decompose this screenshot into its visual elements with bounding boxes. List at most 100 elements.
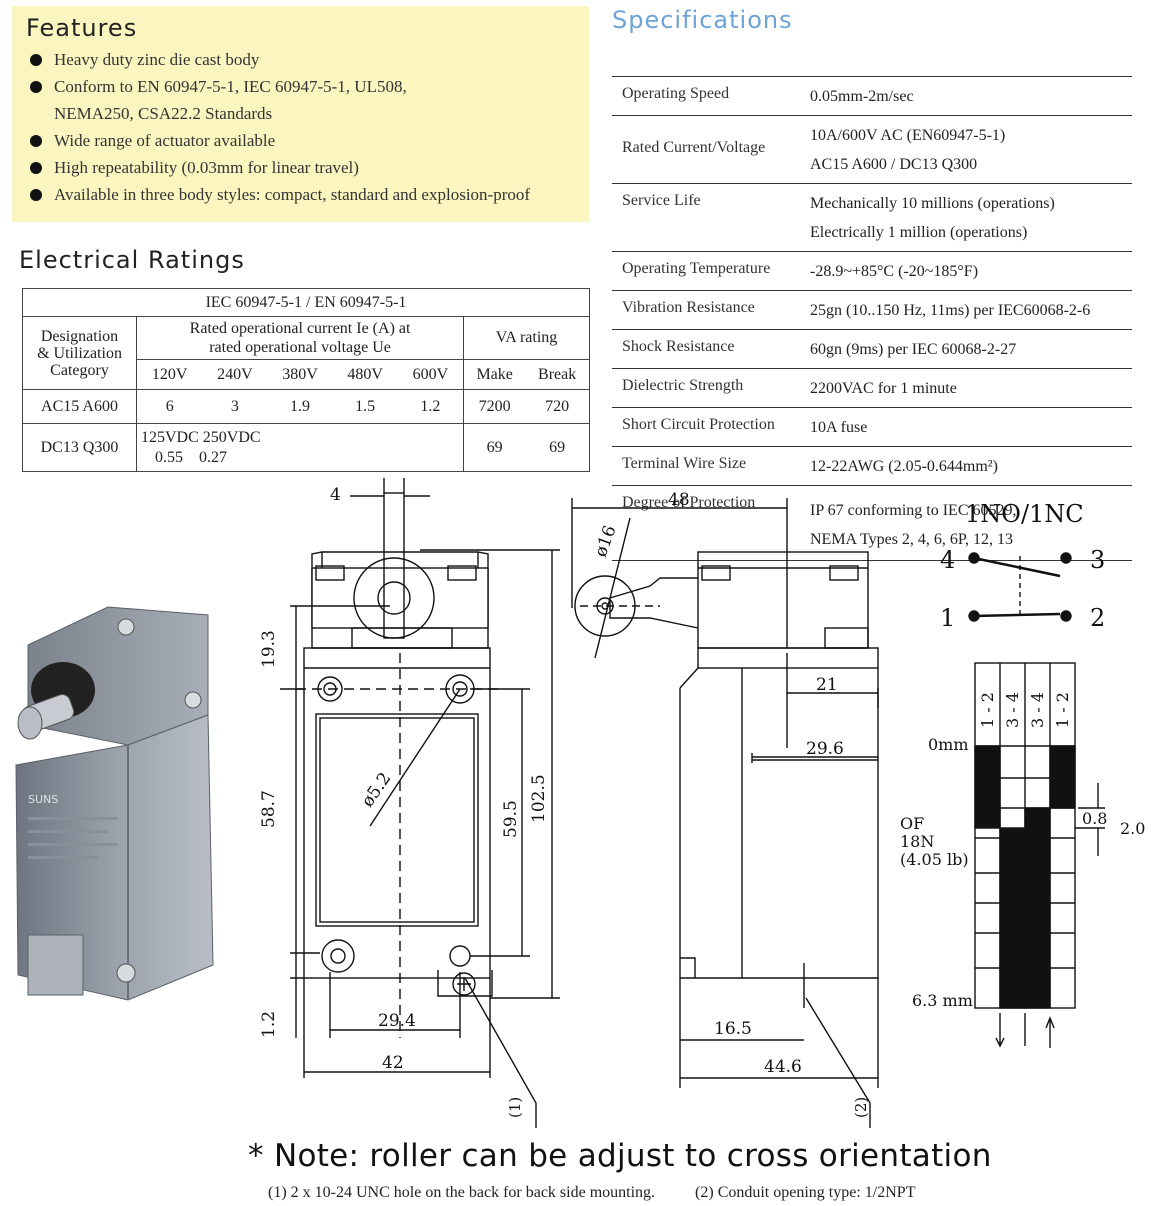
dim-phi-5-2: ø5.2 — [358, 769, 396, 811]
note-text: * Note: roller can be adjust to cross or… — [248, 1138, 992, 1174]
side-view: 48 ø16 21 29.6 16.5 44.6 (2) — [571, 490, 879, 1128]
technical-drawing: 4 19.3 58.7 1.2 29.4 42 59.5 102.5 ø5.2 … — [260, 478, 1145, 1128]
spec-value: 10A fuse — [810, 419, 868, 436]
spec-value: 10A/600V AC (EN60947-5-1)AC15 A600 / DC1… — [810, 127, 1006, 173]
contact-type-title: 1NO/1NC — [965, 500, 1084, 528]
break-header: Break — [525, 359, 591, 390]
dim-16-5: 16.5 — [714, 1019, 752, 1039]
spec-value: 2200VAC for 1 minute — [810, 380, 957, 397]
dim-58-7: 58.7 — [260, 790, 279, 828]
dc13-break: 69 — [525, 423, 591, 472]
spec-value: -28.9~+85°C (-20~185°F) — [810, 263, 979, 280]
specifications-table: Operating Speed 0.05mm-2m/sec Rated Curr… — [612, 76, 1132, 561]
spec-row: Short Circuit Protection 10A fuse — [612, 407, 1132, 447]
voltage-header: 480V — [332, 359, 398, 390]
current-header: Rated operational current Ie (A) at rate… — [135, 316, 465, 360]
travel-zero: 0mm — [928, 735, 969, 754]
column-label: 1 - 2 — [978, 692, 997, 728]
dim-1-2: 1.2 — [260, 1011, 279, 1038]
features-panel: Features Heavy duty zinc die cast body C… — [12, 6, 589, 222]
spec-row: Degree of Protection IP 67 conforming to… — [612, 485, 1132, 561]
dim-19-3: 19.3 — [260, 630, 279, 668]
electrical-ratings-title: Electrical Ratings — [19, 246, 245, 274]
spec-key: Operating Speed — [622, 85, 730, 102]
voltage-header: 120V — [136, 359, 203, 390]
standard-cell: IEC 60947-5-1 / EN 60947-5-1 — [22, 288, 590, 317]
voltage-header: 600V — [397, 359, 465, 390]
dc13-label: DC13 Q300 — [22, 423, 137, 472]
spec-row: Terminal Wire Size 12-22AWG (2.05-0.644m… — [612, 446, 1132, 486]
operating-force: 18N — [900, 832, 934, 851]
spec-key: Short Circuit Protection — [622, 416, 775, 433]
bullet-icon — [30, 54, 42, 66]
feature-item: Wide range of actuator available — [26, 127, 575, 154]
ref-1: (1) — [506, 1097, 524, 1118]
dim-44-6: 44.6 — [764, 1057, 802, 1077]
terminal-2: 2 — [1090, 604, 1105, 632]
dim-phi-16: ø16 — [591, 523, 621, 560]
column-label: 3 - 4 — [1028, 692, 1047, 728]
product-photo: SUNS — [15, 606, 214, 1001]
spec-key: Operating Temperature — [622, 260, 771, 277]
spec-row: Vibration Resistance 25gn (10..150 Hz, 1… — [612, 290, 1132, 330]
terminal-4: 4 — [940, 546, 955, 574]
feature-item: Heavy duty zinc die cast body — [26, 46, 575, 73]
column-label: 1 - 2 — [1053, 692, 1072, 728]
column-label: 3 - 4 — [1003, 692, 1022, 728]
spec-key: Rated Current/Voltage — [622, 139, 766, 156]
ac15-label: AC15 A600 — [22, 389, 137, 424]
spec-row: Rated Current/Voltage 10A/600V AC (EN609… — [612, 115, 1132, 184]
spec-row: Operating Temperature -28.9~+85°C (-20~1… — [612, 251, 1132, 291]
ac15-value: 3 — [202, 389, 268, 424]
make-header: Make — [463, 359, 526, 390]
ac15-value: 1.5 — [332, 389, 398, 424]
spec-row: Shock Resistance 60gn (9ms) per IEC 6006… — [612, 329, 1132, 369]
spec-key: Shock Resistance — [622, 338, 735, 355]
dim-59-5: 59.5 — [501, 800, 521, 838]
designation-header: Designation & Utilization Category — [22, 316, 137, 390]
dim-2-0: 2.0 — [1120, 819, 1145, 838]
bullet-icon — [30, 189, 42, 201]
footnotes: (1) 2 x 10-24 UNC hole on the back for b… — [268, 1184, 951, 1202]
ac15-value: 1.2 — [397, 389, 465, 424]
dim-29-6: 29.6 — [806, 739, 844, 759]
operating-force-label: OF — [900, 814, 924, 833]
spec-key: Service Life — [622, 192, 701, 209]
features-list: Heavy duty zinc die cast body Conform to… — [26, 46, 575, 208]
brand-label: SUNS — [28, 793, 58, 806]
ac15-make: 7200 — [463, 389, 526, 424]
spec-row: Operating Speed 0.05mm-2m/sec — [612, 76, 1132, 116]
operating-force-lb: (4.05 lb) — [900, 850, 969, 869]
dim-21: 21 — [816, 675, 838, 695]
spec-value: 0.05mm-2m/sec — [810, 88, 914, 105]
dim-29-4: 29.4 — [378, 1011, 416, 1031]
dim-102-5: 102.5 — [529, 774, 549, 823]
feature-item: Available in three body styles: compact,… — [26, 181, 575, 208]
spec-key: Terminal Wire Size — [622, 455, 747, 472]
feature-item: High repeatability (0.03mm for linear tr… — [26, 154, 575, 181]
spec-value: Mechanically 10 millions (operations)Ele… — [810, 195, 1055, 241]
dim-4: 4 — [330, 485, 341, 505]
spec-value: 25gn (10..150 Hz, 11ms) per IEC60068-2-6 — [810, 302, 1091, 319]
front-view: 4 19.3 58.7 1.2 29.4 42 59.5 102.5 ø5.2 … — [260, 478, 560, 1128]
spec-key: Dielectric Strength — [622, 377, 744, 394]
ac15-value: 6 — [136, 389, 203, 424]
spec-row: Dielectric Strength 2200VAC for 1 minute — [612, 368, 1132, 408]
voltage-header: 240V — [202, 359, 268, 390]
dc13-make: 69 — [463, 423, 526, 472]
switching-diagram: 1NO/1NC 4 3 1 2 1 - 2 3 - 4 3 - 4 1 - 2 … — [900, 500, 1145, 1048]
spec-value: 60gn (9ms) per IEC 60068-2-27 — [810, 341, 1017, 358]
dim-48: 48 — [668, 490, 690, 510]
bullet-icon — [30, 162, 42, 174]
terminal-1: 1 — [940, 604, 955, 632]
spec-value: 12-22AWG (2.05-0.644mm²) — [810, 458, 998, 475]
feature-item-continued: NEMA250, CSA22.2 Standards — [54, 104, 273, 123]
spec-value: IP 67 conforming to IEC 60529,NEMA Types… — [810, 502, 1017, 548]
spec-key: Vibration Resistance — [622, 299, 755, 316]
travel-end: 6.3 mm — [912, 991, 973, 1010]
features-title: Features — [26, 14, 138, 42]
terminal-3: 3 — [1090, 546, 1105, 574]
ac15-value: 1.9 — [267, 389, 333, 424]
spec-row: Service Life Mechanically 10 millions (o… — [612, 183, 1132, 252]
feature-item: Conform to EN 60947-5-1, IEC 60947-5-1, … — [26, 73, 575, 100]
